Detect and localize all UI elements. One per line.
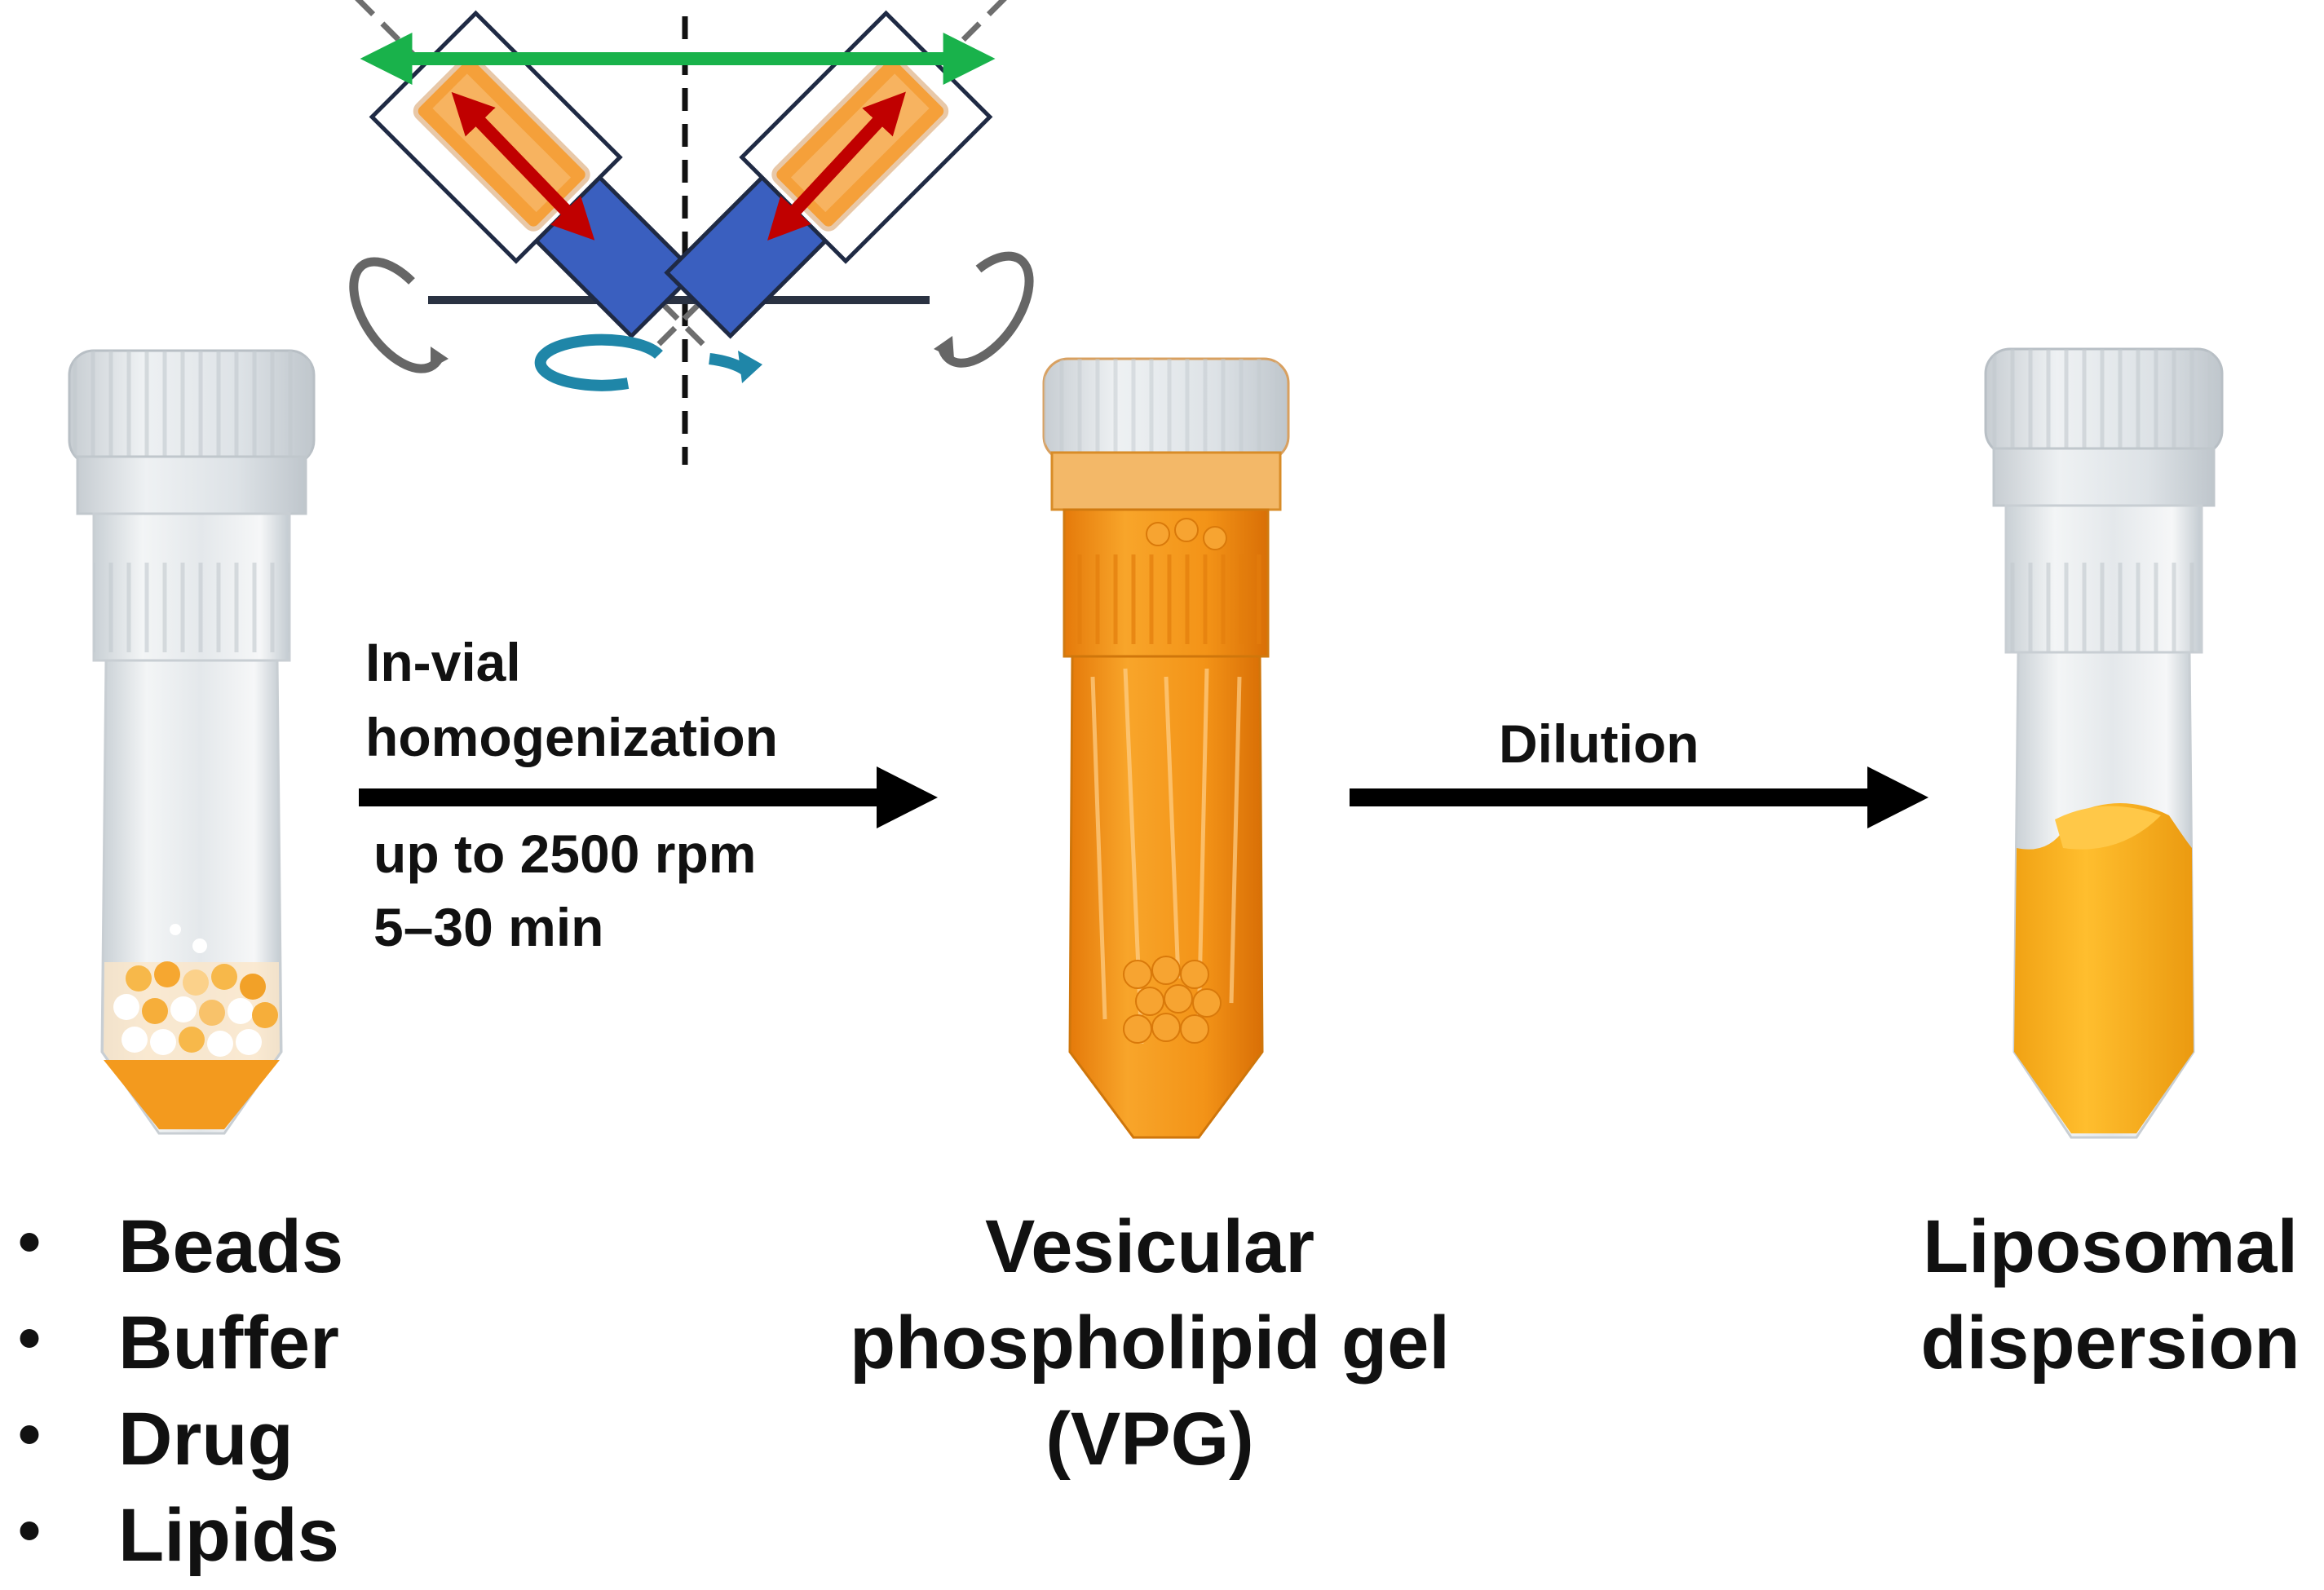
liposomal-caption-line1: Liposomal	[1923, 1205, 2298, 1288]
ingredient-lipids: Lipids	[118, 1494, 339, 1577]
arrow-dilution	[1350, 766, 1929, 828]
vial-motion-arrow-icon	[451, 91, 595, 241]
dilution-label: Dilution	[1499, 713, 1699, 774]
ingredient-drug: Drug	[118, 1398, 294, 1481]
homogenization-label-line1: In-vial	[365, 632, 521, 692]
list-bullet: •	[18, 1398, 41, 1470]
homogenization-label-line2: homogenization	[365, 707, 778, 767]
central-rotation-icon	[534, 333, 762, 391]
tube-dispersion	[1984, 347, 2224, 1139]
list-bullet: •	[18, 1301, 41, 1374]
mixer-schematic	[329, 0, 1034, 465]
homogenization-duration: 5–30 min	[373, 897, 604, 957]
tube-vpg	[1042, 357, 1290, 1139]
arrow-homogenization	[359, 766, 938, 828]
beads-cluster	[113, 924, 278, 1057]
vpg-caption-line3: (VPG)	[1045, 1398, 1254, 1481]
vpg-caption-line2: phospholipid gel	[850, 1301, 1450, 1385]
holder-rotation-icon	[349, 257, 448, 373]
list-bullet: •	[18, 1494, 41, 1566]
ingredient-beads: Beads	[118, 1205, 343, 1288]
vial-motion-arrow-icon	[767, 91, 906, 241]
ingredient-list: • Beads • Buffer • Drug • Lipids	[18, 1205, 343, 1577]
holder-rotation-icon	[934, 251, 1034, 368]
homogenization-speed: up to 2500 rpm	[373, 824, 756, 884]
ingredient-buffer: Buffer	[118, 1301, 339, 1385]
vpg-caption-line1: Vesicular	[985, 1205, 1314, 1288]
liposomal-caption-line2: dispersion	[1920, 1301, 2300, 1385]
tube-ingredients	[68, 349, 316, 1135]
list-bullet: •	[18, 1205, 41, 1278]
